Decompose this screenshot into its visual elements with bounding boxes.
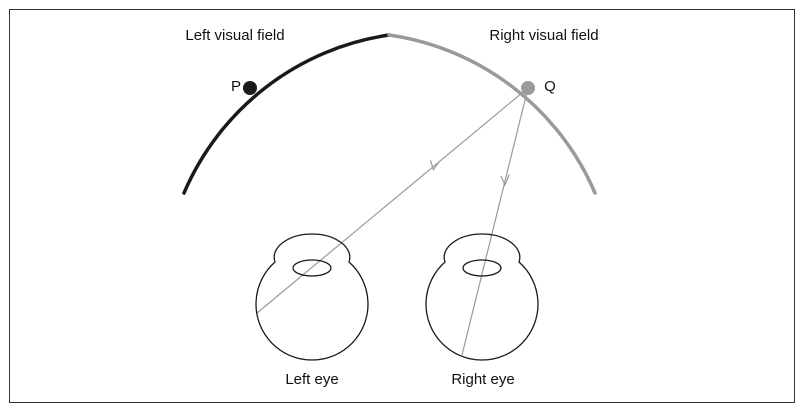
left-eye-outline: [255, 233, 369, 361]
point-q-label: Q: [544, 78, 556, 95]
right-eye-label: Right eye: [451, 371, 514, 388]
left-eye-label: Left eye: [285, 371, 338, 388]
right-eye: [425, 233, 539, 361]
left-eye: [255, 233, 369, 361]
ray-right-arrowhead: [500, 174, 510, 187]
right-eye-outline: [425, 233, 539, 361]
ray-q-to-left-eye: [256, 87, 529, 314]
right-visual-field-label: Right visual field: [489, 27, 598, 44]
left-visual-field-label: Left visual field: [185, 27, 284, 44]
right-eye-lens: [462, 259, 502, 277]
ray-q-to-right-eye: [461, 87, 529, 356]
point-p-label: P: [231, 78, 241, 95]
left-eye-lens: [292, 259, 332, 277]
right-visual-field-arc: [387, 33, 597, 195]
left-visual-field-arc: [182, 33, 391, 195]
point-q-marker: [521, 81, 535, 95]
point-p-marker: [243, 81, 257, 95]
diagram-frame: [9, 9, 795, 403]
ray-left-arrowhead: [429, 160, 440, 171]
